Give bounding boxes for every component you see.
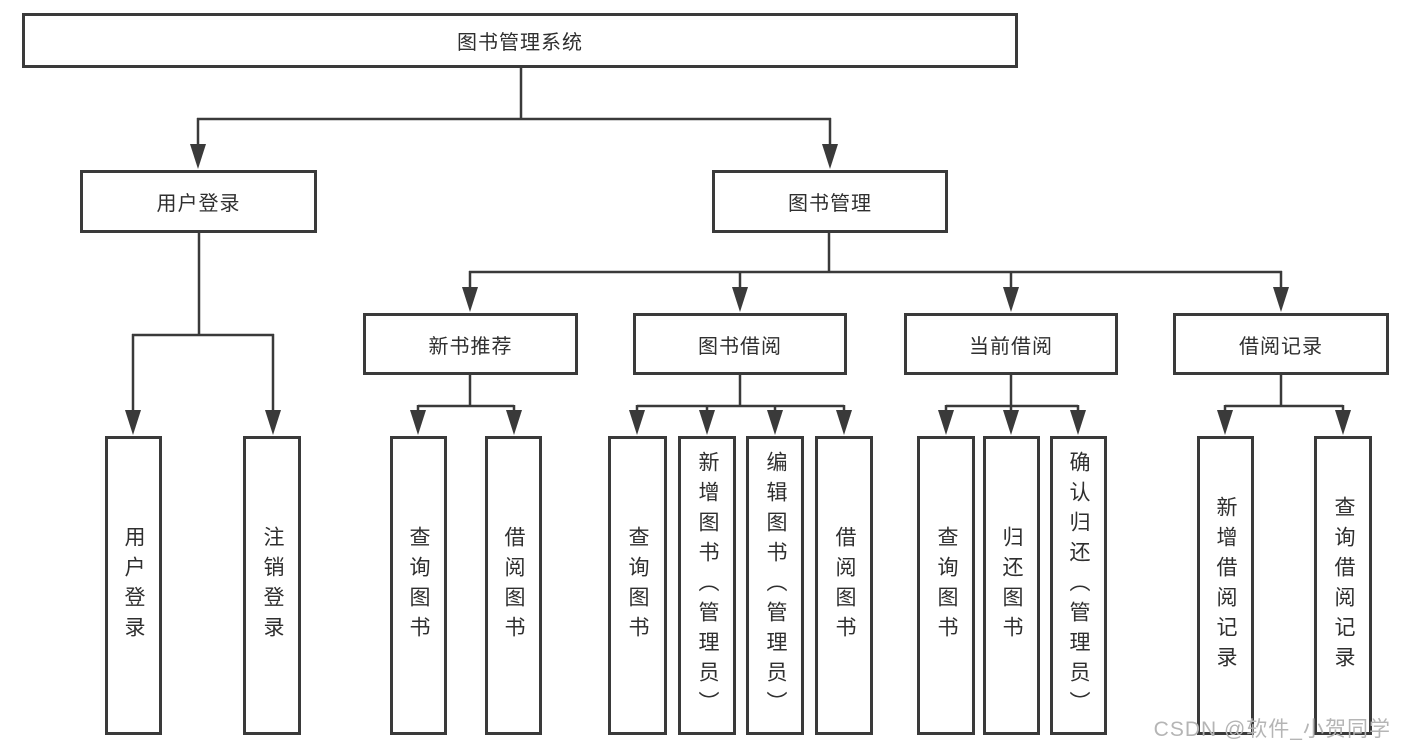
node-root-label: 图书管理系统 [457, 32, 583, 54]
leaf-query-book-current: 查询图书 [917, 436, 975, 735]
leaf-label: 新增借阅记录 [1214, 495, 1237, 676]
node-book-management: 图书管理 [712, 170, 948, 233]
node-label: 借阅记录 [1239, 335, 1323, 358]
csdn-watermark: CSDN @软件_小贺同学 [1153, 718, 1391, 741]
leaf-edit-book-admin: 编辑图书（管理员） [746, 436, 804, 735]
leaf-label: 注销登录 [261, 525, 284, 646]
arrowheads [125, 144, 1351, 435]
leaf-label: 编辑图书（管理员） [764, 450, 787, 721]
leaf-label: 查询图书 [935, 525, 958, 646]
leaf-label: 确认归还（管理员） [1067, 450, 1090, 721]
leaf-add-borrow-record: 新增借阅记录 [1197, 436, 1254, 735]
leaf-query-borrow-record: 查询借阅记录 [1314, 436, 1372, 735]
leaf-label: 借阅图书 [502, 525, 525, 646]
leaf-query-book-borrowing: 查询图书 [608, 436, 667, 735]
node-label: 用户登录 [156, 193, 241, 215]
leaf-label: 新增图书（管理员） [696, 450, 719, 721]
node-new-book-recommend: 新书推荐 [363, 313, 578, 375]
leaf-label: 借阅图书 [833, 525, 856, 646]
leaf-borrow-book-recommend: 借阅图书 [485, 436, 542, 735]
leaf-label: 查询借阅记录 [1332, 495, 1355, 676]
node-user-login-module: 用户登录 [80, 170, 317, 233]
node-current-borrowing: 当前借阅 [904, 313, 1118, 375]
node-book-borrowing: 图书借阅 [633, 313, 847, 375]
node-borrowing-records: 借阅记录 [1173, 313, 1389, 375]
leaf-borrow-book-borrowing: 借阅图书 [815, 436, 873, 735]
leaf-label: 查询图书 [626, 525, 649, 646]
leaf-confirm-return-admin: 确认归还（管理员） [1050, 436, 1107, 735]
node-label: 当前借阅 [969, 335, 1053, 358]
node-root-system: 图书管理系统 [22, 13, 1018, 68]
leaf-add-book-admin: 新增图书（管理员） [678, 436, 736, 735]
leaf-return-book: 归还图书 [983, 436, 1040, 735]
leaf-label: 归还图书 [1000, 525, 1023, 646]
node-label: 新书推荐 [428, 335, 513, 358]
node-label: 图书管理 [788, 193, 872, 215]
leaf-user-login: 用户登录 [105, 436, 162, 735]
leaf-label: 查询图书 [407, 525, 430, 646]
leaf-query-book-recommend: 查询图书 [390, 436, 447, 735]
node-label: 图书借阅 [698, 335, 782, 358]
leaf-label: 用户登录 [122, 525, 145, 646]
leaf-logout: 注销登录 [243, 436, 301, 735]
